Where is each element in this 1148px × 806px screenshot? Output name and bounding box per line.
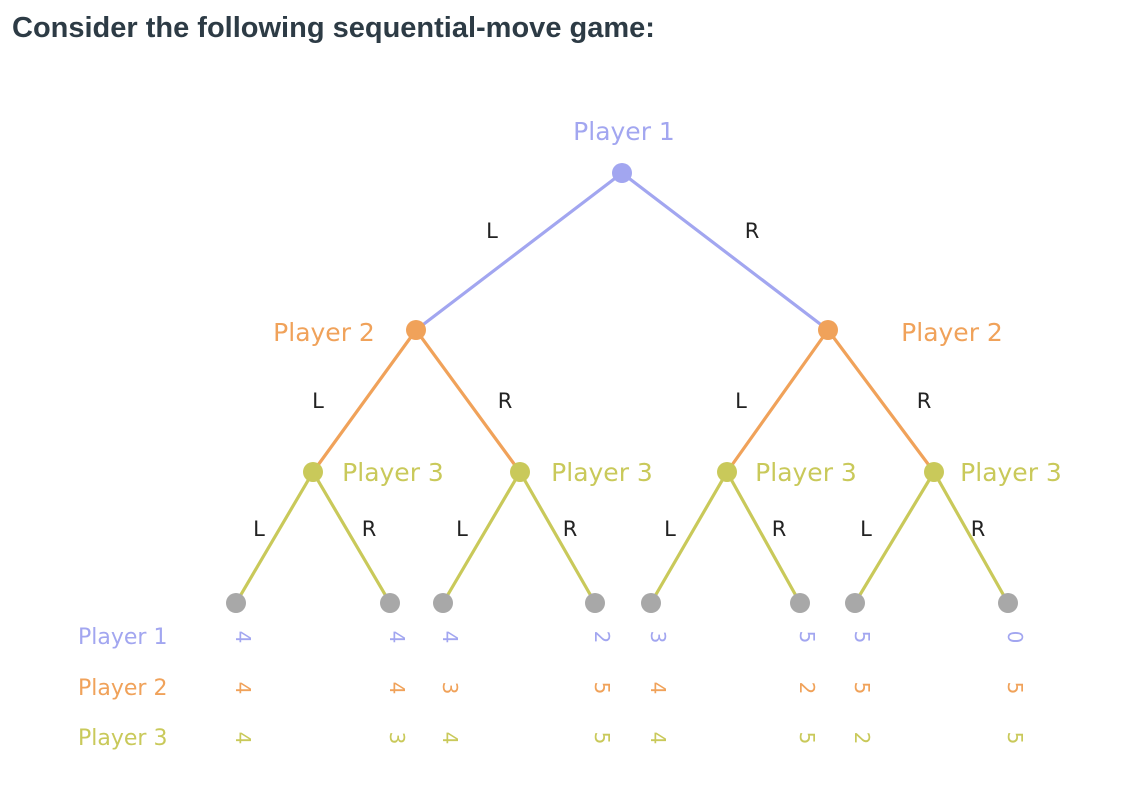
terminal-node	[641, 593, 661, 613]
terminal-node	[226, 593, 246, 613]
payoff-value: 4	[438, 732, 462, 745]
player3-branch-label: L	[860, 517, 872, 541]
player2-branch-label: L	[735, 389, 747, 413]
payoff-value: 3	[646, 631, 670, 644]
payoff-value: 5	[590, 732, 614, 745]
terminal-node	[845, 593, 865, 613]
player3-branch-L	[234, 470, 315, 605]
payoff-value: 4	[438, 631, 462, 644]
player3-branch-R	[518, 470, 597, 605]
payoff-value: 2	[795, 682, 819, 695]
payoff-value: 4	[231, 631, 255, 644]
player2-branch-label: L	[312, 389, 324, 413]
root-branch-label: R	[745, 219, 760, 243]
player3-branch-L	[441, 470, 522, 605]
player1-branch-L	[414, 171, 624, 332]
player2-branch-R	[826, 328, 936, 474]
player3-label: Player 3	[342, 458, 444, 487]
player3-label: Player 3	[960, 458, 1062, 487]
payoff-value: 4	[385, 631, 409, 644]
player3-branch-label: R	[772, 517, 787, 541]
player3-branch-L	[649, 470, 729, 605]
payoff-value: 4	[231, 732, 255, 745]
root-branch-label: L	[486, 219, 498, 243]
player3-branch-label: L	[456, 517, 468, 541]
payoff-value: 3	[385, 732, 409, 745]
payoff-value: 5	[1003, 682, 1027, 695]
payoff-value: 0	[1003, 631, 1027, 644]
player3-decision-node	[924, 462, 944, 482]
payoff-value: 4	[646, 682, 670, 695]
player2-label: Player 2	[901, 318, 1003, 347]
player1-branch-R	[620, 171, 830, 332]
payoff-value: 4	[646, 732, 670, 745]
player2-decision-node	[818, 320, 838, 340]
player2-branch-label: R	[498, 389, 513, 413]
player3-branch-label: L	[253, 517, 265, 541]
player3-branch-R	[932, 470, 1010, 605]
player2-branch-L	[725, 328, 830, 474]
payoff-row-label: Player 2	[78, 676, 167, 701]
player3-branch-label: R	[362, 517, 377, 541]
player3-branch-R	[725, 470, 802, 605]
terminal-node	[998, 593, 1018, 613]
player2-label: Player 2	[273, 318, 375, 347]
payoff-value: 3	[438, 682, 462, 695]
terminal-node	[433, 593, 453, 613]
player3-label: Player 3	[755, 458, 857, 487]
player3-branch-R	[311, 470, 392, 605]
terminal-node	[585, 593, 605, 613]
player1-decision-node	[612, 163, 632, 183]
player3-decision-node	[717, 462, 737, 482]
root-player-label: Player 1	[573, 117, 675, 146]
player2-branch-label: R	[917, 389, 932, 413]
player3-label: Player 3	[551, 458, 653, 487]
payoff-value: 5	[850, 631, 874, 644]
payoff-value: 4	[231, 682, 255, 695]
payoff-value: 5	[590, 682, 614, 695]
payoff-value: 4	[385, 682, 409, 695]
payoff-row-label: Player 3	[78, 726, 167, 751]
payoff-value: 2	[850, 732, 874, 745]
player3-branch-L	[853, 470, 936, 605]
player3-decision-node	[303, 462, 323, 482]
payoff-value: 5	[795, 732, 819, 745]
player3-branch-label: R	[971, 517, 986, 541]
terminal-node	[790, 593, 810, 613]
payoff-value: 5	[795, 631, 819, 644]
player2-branch-L	[311, 328, 418, 474]
player3-decision-node	[510, 462, 530, 482]
question-heading: Consider the following sequential-move g…	[12, 12, 655, 44]
player2-decision-node	[406, 320, 426, 340]
payoff-value: 5	[850, 682, 874, 695]
payoff-value: 2	[590, 631, 614, 644]
player3-branch-label: R	[563, 517, 578, 541]
player3-branch-label: L	[664, 517, 676, 541]
payoff-row-label: Player 1	[78, 625, 167, 650]
payoff-value: 5	[1003, 732, 1027, 745]
player2-branch-R	[414, 328, 522, 474]
terminal-node	[380, 593, 400, 613]
